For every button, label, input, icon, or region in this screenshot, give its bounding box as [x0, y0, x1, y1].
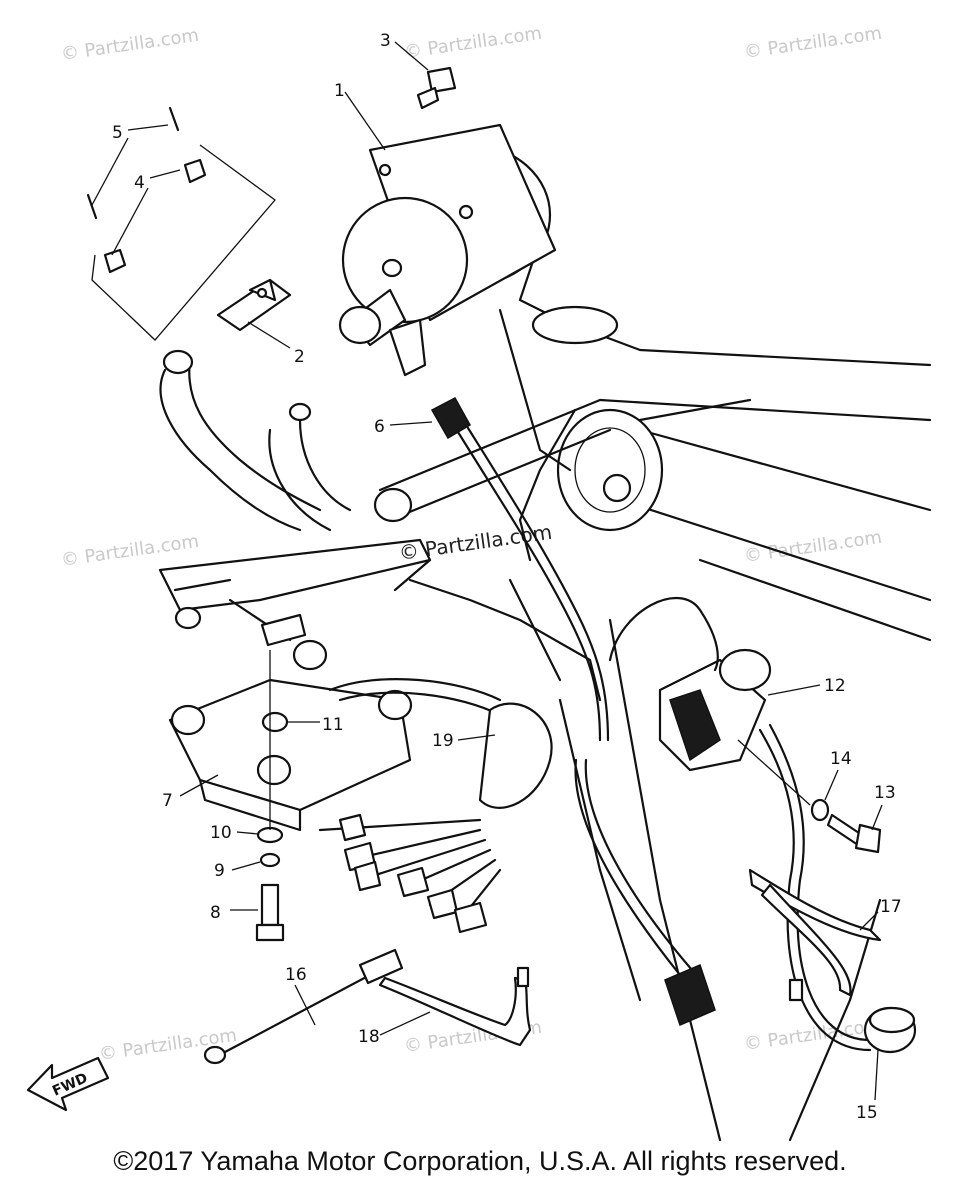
bolt-washer-stack	[255, 650, 285, 942]
speedometer-cable	[430, 396, 716, 1027]
callout-14: 14	[830, 749, 852, 769]
callout-4: 4	[134, 173, 145, 193]
callout-5: 5	[112, 123, 123, 143]
callout-18: 18	[358, 1027, 380, 1047]
bolt-3	[416, 66, 457, 110]
callout-12: 12	[824, 676, 846, 696]
watermark: © Partzilla.com	[60, 25, 200, 65]
callout-8: 8	[210, 903, 221, 923]
callout-3: 3	[380, 31, 391, 51]
ignition-switch	[608, 597, 805, 882]
watermark: © Partzilla.com	[403, 23, 543, 63]
callout-16: 16	[285, 965, 307, 985]
steering-assembly	[158, 349, 612, 647]
callout-17: 17	[880, 897, 902, 917]
watermark: © Partzilla.com	[743, 23, 883, 63]
wire-harness	[318, 678, 553, 934]
fwd-arrow: FWD	[26, 1056, 110, 1112]
ground-cable	[203, 948, 404, 1065]
callout-9: 9	[214, 861, 225, 881]
copyright-notice: ©2017 Yamaha Motor Corporation, U.S.A. A…	[113, 1146, 847, 1176]
callout-15: 15	[856, 1103, 878, 1123]
callout-7: 7	[162, 791, 173, 811]
nut-pin-set	[86, 106, 276, 341]
strap-18	[378, 966, 532, 1047]
watermark: © Partzilla.com	[60, 531, 200, 571]
rectifier-unit	[168, 639, 413, 832]
callout-labels: 1 2 3 4 5 6 7 8 9 10 11 12 13 14 15 16 1…	[112, 31, 902, 1123]
bolt-13-washer-14	[737, 739, 882, 854]
speedometer	[338, 123, 557, 377]
callout-2: 2	[294, 347, 305, 367]
strap-17	[748, 868, 882, 1002]
callout-6: 6	[374, 417, 385, 437]
leader-lines	[91, 41, 883, 1101]
callout-19: 19	[432, 731, 454, 751]
callout-1: 1	[334, 81, 345, 101]
callout-10: 10	[210, 823, 232, 843]
bracket	[216, 278, 292, 332]
callout-11: 11	[322, 715, 344, 735]
callout-13: 13	[874, 783, 896, 803]
